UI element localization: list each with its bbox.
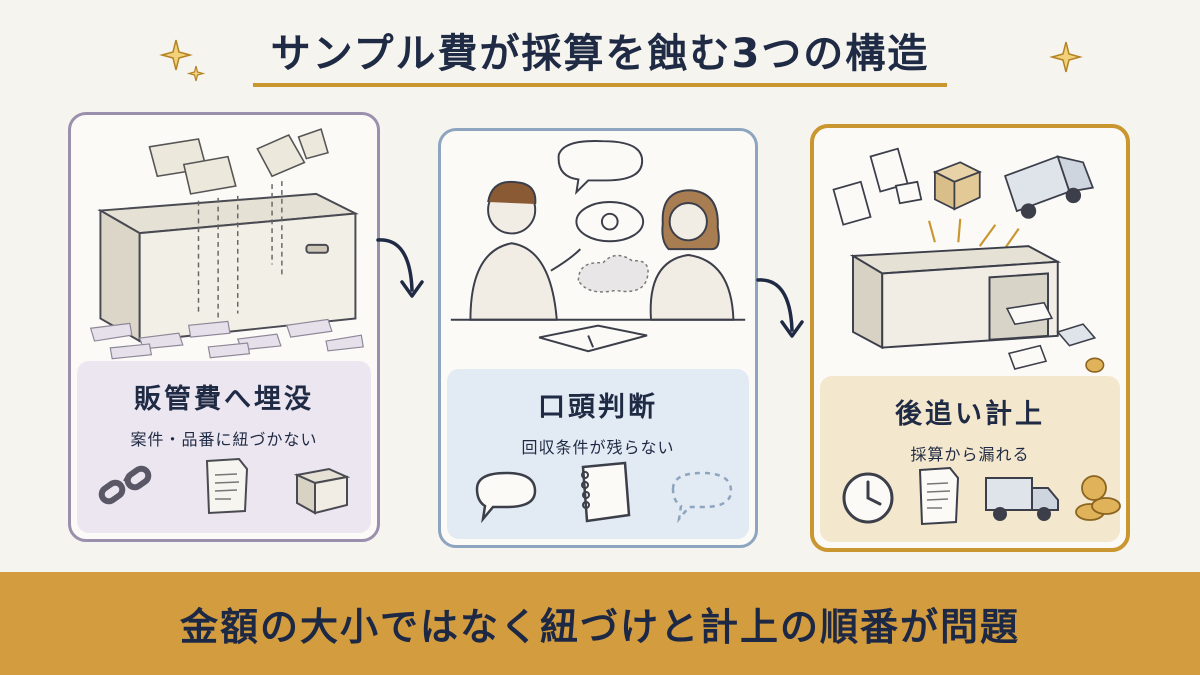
arrow-icon [756,278,804,338]
card-caption-panel: 口頭判断 回収条件が残らない [447,369,749,539]
card-heading: 後追い計上 [895,399,1045,430]
banner-message: 金額の大小ではなく紐づけと計上の順番が問題 [179,605,1020,649]
title-area: サンプル費が採算を蝕む3つの構造 [0,14,1200,94]
card-subtitle: 採算から漏れる [910,445,1030,464]
card-subtitle: 案件・品番に紐づかない [130,430,318,449]
broken-chain-icon [98,465,152,505]
document-icon [918,466,960,526]
conversation-illustration [450,139,746,353]
card-verbal-decision: 口頭判断 回収条件が残らない [438,128,758,548]
truck-icon [985,477,1059,521]
card-late-booking: 後追い計上 採算から漏れる [810,124,1130,552]
arrow-icon [376,238,424,298]
card-caption-panel: 販管費へ埋没 案件・品番に紐づかない [77,361,371,533]
card-subtitle: 回収条件が残らない [521,438,675,457]
bottom-banner: 金額の大小ではなく紐づけと計上の順番が問題 [0,572,1200,675]
card-buried-in-sga: 販管費へ埋没 案件・品番に紐づかない [68,112,380,542]
sparkle-icon [1049,41,1083,73]
card-heading: 口頭判断 [538,392,658,423]
card-caption-panel: 後追い計上 採算から漏れる [820,376,1121,542]
card-heading: 販管費へ埋没 [134,384,314,415]
document-icon [205,457,249,515]
late-processing-illustration [832,147,1105,373]
speech-bubble-icon [475,471,537,523]
coins-icon [1075,475,1121,521]
dashed-bubble-icon [671,471,733,523]
shredding-box-illustration [89,128,364,360]
sparkle-icon [159,39,206,82]
box-icon [293,467,351,515]
notebook-icon [581,461,631,523]
page-title: サンプル費が採算を蝕む3つの構造 [252,21,948,87]
clock-icon [842,472,894,524]
